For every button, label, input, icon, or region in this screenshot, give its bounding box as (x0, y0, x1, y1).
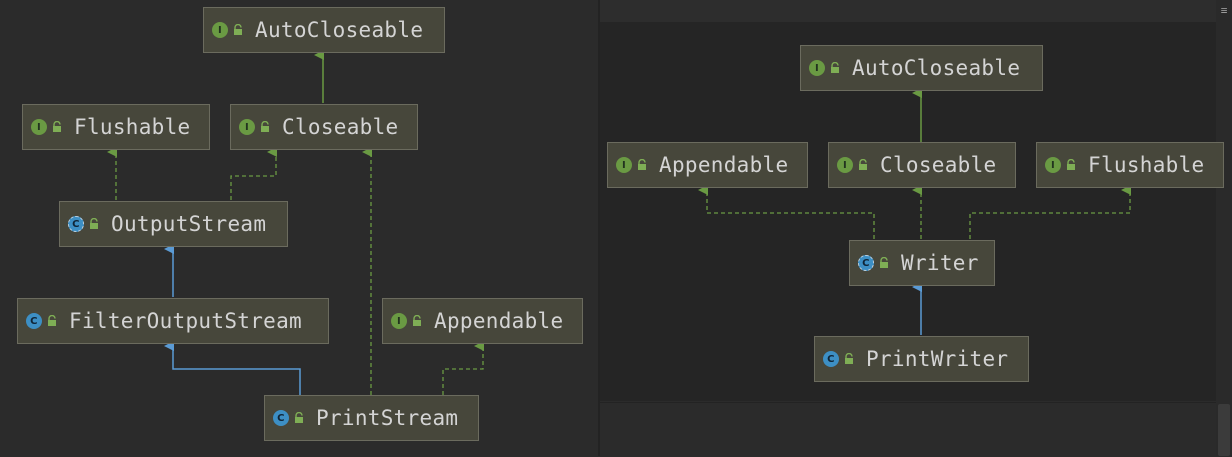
node-r-appendable[interactable]: I Appendable (607, 142, 808, 188)
lock-icon (859, 159, 867, 170)
edge-writer-to-appendable (698, 185, 875, 239)
edge-writer-to-flushable (969, 185, 1131, 239)
abstract-class-icon: C (858, 255, 874, 271)
node-label: PrintWriter (866, 347, 1009, 371)
node-label: Closeable (880, 153, 997, 177)
node-closeable[interactable]: I Closeable (230, 104, 418, 150)
interface-icon: I (1045, 157, 1061, 173)
database-icon[interactable]: ≡ (1220, 4, 1228, 17)
node-autocloseable[interactable]: I AutoCloseable (203, 7, 445, 53)
class-icon: C (26, 313, 42, 329)
node-label: FilterOutputStream (69, 309, 302, 333)
node-flushable[interactable]: I Flushable (22, 104, 210, 150)
node-writer[interactable]: C Writer (849, 240, 995, 286)
edge-outputstream-to-closeable (230, 147, 277, 200)
node-label: Writer (901, 251, 979, 275)
node-printwriter[interactable]: C PrintWriter (814, 336, 1029, 382)
vertical-scrollbar[interactable]: ≡ (1216, 0, 1232, 456)
interface-icon: I (31, 119, 47, 135)
node-label: OutputStream (111, 212, 267, 236)
node-r-closeable[interactable]: I Closeable (828, 142, 1016, 188)
node-label: Flushable (74, 115, 191, 139)
lock-icon (638, 159, 646, 170)
right-panel-footer (600, 402, 1216, 457)
lock-icon (295, 412, 303, 423)
class-icon: C (273, 410, 289, 426)
interface-icon: I (212, 22, 228, 38)
right-panel-toolbar (600, 0, 1232, 23)
interface-icon: I (837, 157, 853, 173)
lock-icon (48, 315, 56, 326)
edge-printstream-to-filteroutputstream (164, 341, 301, 395)
node-label: AutoCloseable (852, 56, 1021, 80)
node-appendable[interactable]: I Appendable (382, 298, 583, 344)
lock-icon (845, 353, 853, 364)
node-r-flushable[interactable]: I Flushable (1036, 142, 1224, 188)
interface-icon: I (391, 313, 407, 329)
node-r-autocloseable[interactable]: I AutoCloseable (800, 45, 1043, 91)
panel-divider[interactable] (598, 0, 600, 456)
lock-icon (53, 121, 61, 132)
class-icon: C (823, 351, 839, 367)
node-printstream[interactable]: C PrintStream (264, 395, 479, 441)
scrollbar-thumb[interactable] (1218, 404, 1230, 456)
abstract-class-icon: C (68, 216, 84, 232)
node-filteroutputstream[interactable]: C FilterOutputStream (17, 298, 329, 344)
lock-icon (261, 121, 269, 132)
interface-icon: I (616, 157, 632, 173)
lock-icon (831, 62, 839, 73)
lock-icon (90, 218, 98, 229)
edge-printstream-to-appendable (442, 341, 484, 395)
node-label: Appendable (659, 153, 789, 177)
interface-icon: I (809, 60, 825, 76)
interface-icon: I (239, 119, 255, 135)
lock-icon (234, 24, 242, 35)
node-label: AutoCloseable (255, 18, 424, 42)
lock-icon (1067, 159, 1075, 170)
node-label: PrintStream (316, 406, 459, 430)
lock-icon (880, 257, 888, 268)
lock-icon (413, 315, 421, 326)
node-outputstream[interactable]: C OutputStream (59, 201, 288, 247)
node-label: Appendable (434, 309, 564, 333)
node-label: Closeable (282, 115, 399, 139)
node-label: Flushable (1088, 153, 1205, 177)
